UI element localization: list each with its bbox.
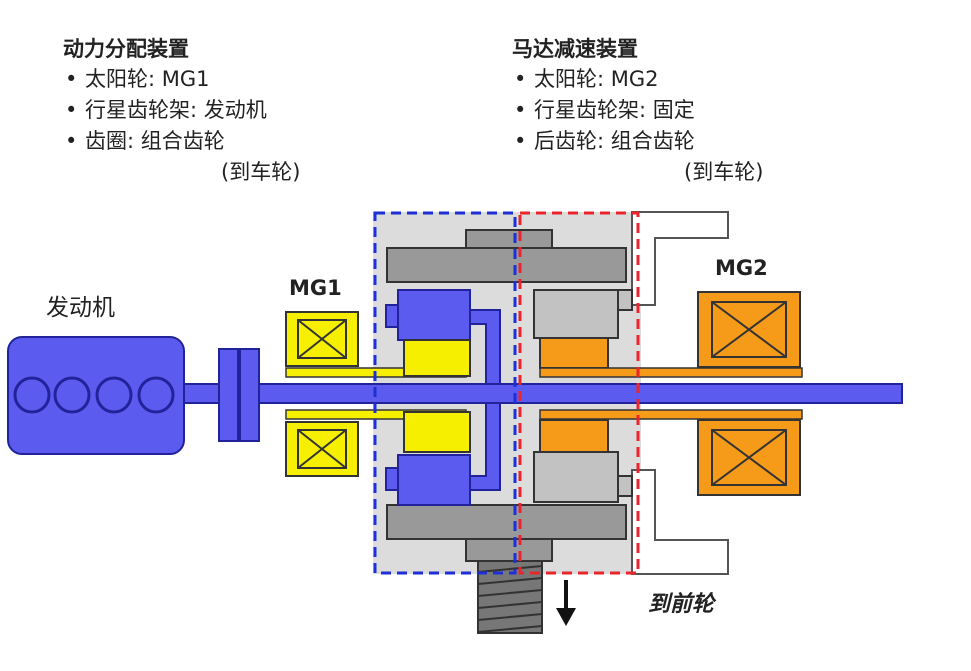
ring-gear-top (386, 247, 627, 283)
mg2-lower-coil (697, 419, 801, 496)
mg2-label: MG2 (715, 256, 768, 280)
sun-gear-mg2-upper (539, 337, 609, 369)
engine-cylinder (95, 376, 133, 414)
mg1-lower-coil (285, 421, 359, 477)
motor-reduction-item-carrier: 行星齿轮架: 固定 (512, 95, 763, 126)
power-split-note: (到车轮) (221, 160, 301, 184)
engine-cylinder (13, 376, 51, 414)
input-shaft (183, 383, 903, 404)
damper-plate (218, 348, 239, 442)
power-split-item-carrier: 行星齿轮架: 发动机 (63, 95, 300, 126)
mg1-upper-coil (285, 311, 359, 367)
output-gear-bottom (465, 538, 553, 562)
reduction-planet-lower (533, 451, 619, 503)
sun-gear-mg1-lower (403, 411, 471, 453)
front-wheel-arrow-head (556, 608, 576, 626)
power-split-title: 动力分配装置 (63, 37, 189, 61)
reduction-fixed-lower (617, 475, 633, 497)
carrier-arm-upper (385, 304, 399, 328)
mg1-label: MG1 (289, 276, 342, 300)
front-wheel-label: 到前轮 (648, 592, 715, 617)
carrier-arm-lower (385, 467, 399, 491)
motor-reduction-dashed-box (518, 211, 640, 575)
engine-label: 发动机 (46, 295, 115, 321)
planet-gear-lower (397, 454, 471, 506)
mg2-upper-coil (697, 291, 801, 368)
damper-plate (239, 348, 260, 442)
mg2-rotor-sleeve (539, 367, 803, 378)
engine-cylinder (53, 376, 91, 414)
carrier-link-lower (469, 402, 501, 491)
planet-gear-upper (397, 289, 471, 341)
power-split-dashed-box (373, 211, 517, 575)
motor-reduction-item-sun: 太阳轮: MG2 (512, 64, 763, 95)
sun-gear-mg1-upper (403, 339, 471, 377)
motor-reduction-list: 太阳轮: MG2 行星齿轮架: 固定 后齿轮: 组合齿轮 (到车轮) (512, 64, 763, 188)
motor-reduction-note: (到车轮) (684, 160, 764, 184)
motor-reduction-title: 马达减速装置 (512, 37, 638, 61)
power-split-item-ring: 齿圈: 组合齿轮 (63, 126, 300, 157)
engine-cylinder (137, 376, 175, 414)
sun-gear-mg2-lower (539, 419, 609, 453)
mg2-rotor-sleeve (539, 409, 803, 420)
carrier-link-upper (469, 309, 501, 385)
reduction-planet-upper (533, 289, 619, 339)
power-split-list: 太阳轮: MG1 行星齿轮架: 发动机 齿圈: 组合齿轮 (到车轮) (63, 64, 300, 188)
reduction-fixed-upper (617, 289, 633, 311)
motor-reduction-item-rear: 后齿轮: 组合齿轮 (512, 126, 763, 157)
ring-gear-bottom (386, 504, 627, 540)
power-split-item-sun: 太阳轮: MG1 (63, 64, 300, 95)
